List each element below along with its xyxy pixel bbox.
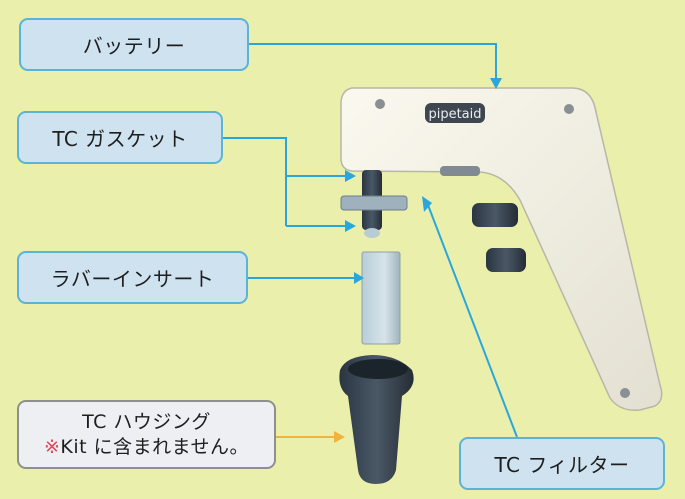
pipetaid-logo-plate bbox=[425, 103, 485, 123]
screw-icon bbox=[375, 99, 385, 109]
label-rubber-insert: ラバーインサート bbox=[17, 251, 248, 304]
tc-gasket-part bbox=[340, 195, 408, 211]
pipet-aid-body: pipetaid bbox=[340, 87, 663, 411]
reference-mark-icon: ※ bbox=[43, 435, 61, 458]
dispense-button bbox=[486, 248, 526, 272]
label-tc-filter: TC フィルター bbox=[459, 437, 665, 490]
tc-housing-note: ※Kit に含まれません。 bbox=[43, 435, 250, 458]
screw-icon bbox=[564, 104, 574, 114]
svg-text:pipetaid: pipetaid bbox=[428, 107, 481, 122]
callout-lines bbox=[221, 43, 518, 438]
aspirate-button bbox=[472, 203, 518, 227]
tc-housing-part bbox=[339, 355, 414, 484]
arrow-icons bbox=[345, 78, 502, 284]
arrow-icon bbox=[334, 431, 345, 443]
label-tc-gasket: TC ガスケット bbox=[17, 111, 223, 164]
label-battery: バッテリー bbox=[19, 18, 249, 71]
rubber-insert-part bbox=[361, 251, 401, 345]
label-tc-housing: TC ハウジング ※Kit に含まれません。 bbox=[17, 400, 276, 469]
screw-icon bbox=[620, 388, 630, 398]
